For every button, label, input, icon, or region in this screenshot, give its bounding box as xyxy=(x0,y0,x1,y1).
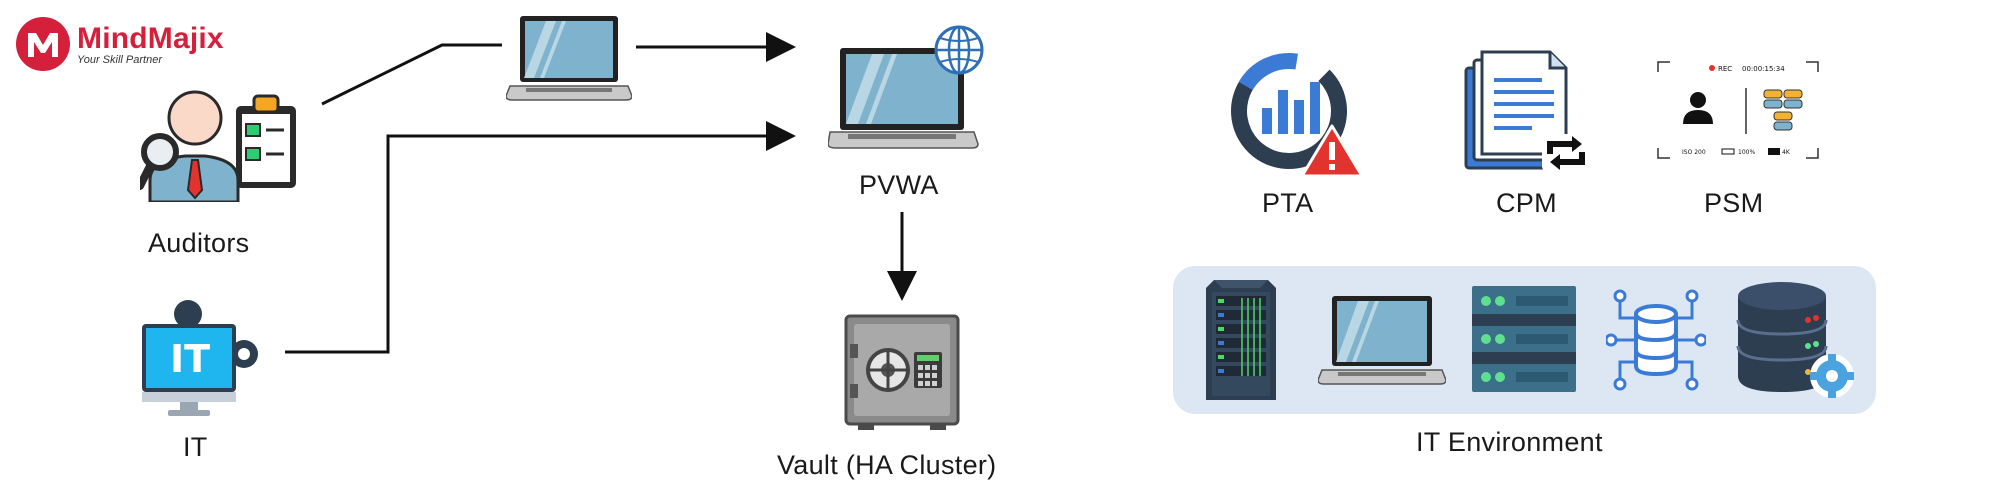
alert-icon xyxy=(1300,124,1364,178)
it-label: IT xyxy=(183,432,208,462)
battery-icon xyxy=(1721,148,1735,155)
it-environment-label: IT Environment xyxy=(1416,427,1603,457)
database-server-gear-icon xyxy=(1736,282,1854,398)
pta-label: PTA xyxy=(1262,188,1314,218)
database-network-icon xyxy=(1606,289,1706,391)
server-tower-icon xyxy=(1206,280,1276,400)
database-cluster-icon xyxy=(1763,89,1803,131)
globe-icon xyxy=(934,25,984,75)
vault-label: Vault (HA Cluster) xyxy=(777,450,997,480)
psm-format-text: 4K xyxy=(1782,149,1791,156)
it-icon-text: IT xyxy=(170,337,210,381)
environment-laptop-icon xyxy=(1318,296,1446,385)
rec-dot-icon xyxy=(1709,65,1715,71)
pvwa-laptop-icon xyxy=(828,25,984,149)
mindmajix-logo-icon xyxy=(16,17,70,71)
psm-rec-text: REC xyxy=(1718,65,1732,73)
psm-iso-text: ISO 200 xyxy=(1682,149,1706,156)
server-rack-icon xyxy=(1472,286,1576,392)
auditor-icon xyxy=(140,90,296,202)
cpm-label: CPM xyxy=(1496,188,1557,218)
logo: MindMajix Your Skill Partner xyxy=(14,15,224,73)
psm-session-recording-icon: REC 00:00:15:34 ISO 200 100% 4K xyxy=(1657,61,1819,159)
it-to-pvwa-arrow xyxy=(285,121,796,354)
vault-safe-icon xyxy=(844,314,960,430)
sync-icon xyxy=(1542,134,1590,172)
auditors-to-laptop-line xyxy=(321,43,502,106)
pta-analytics-icon xyxy=(1231,52,1364,178)
psm-timer-text: 00:00:15:34 xyxy=(1742,65,1785,73)
logo-tagline: Your Skill Partner xyxy=(77,54,162,66)
pvwa-label: PVWA xyxy=(859,170,939,200)
cpm-documents-icon xyxy=(1464,50,1590,172)
it-computer-icon: IT xyxy=(142,300,258,416)
auditors-label: Auditors xyxy=(148,228,250,258)
logo-name: MindMajix xyxy=(77,22,224,55)
gear-icon xyxy=(1810,354,1854,398)
psm-battery-text: 100% xyxy=(1738,149,1755,156)
user-icon xyxy=(1683,92,1713,124)
laptop-icon xyxy=(506,16,632,101)
psm-label: PSM xyxy=(1704,188,1764,218)
